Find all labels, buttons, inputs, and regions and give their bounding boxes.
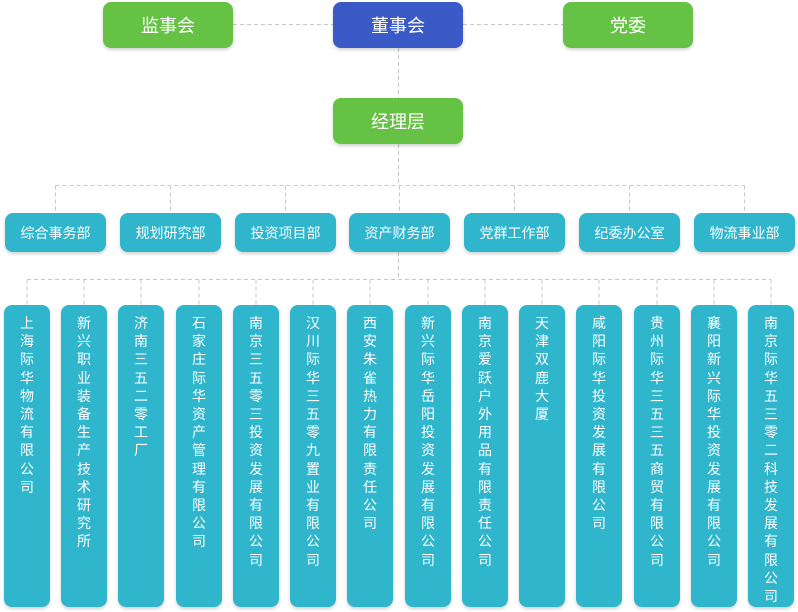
department-label: 规划研究部 <box>135 225 206 242</box>
subsidiary-node: 南京爱跃户外用品有限责任公司 <box>462 305 508 607</box>
subsidiary-label: 南京际华五三零二科技发展有限公司 <box>764 316 778 606</box>
board-of-directors-label: 董事会 <box>371 16 425 37</box>
subsidiary-node: 汉川际华三五零九置业有限公司 <box>290 305 336 607</box>
subsidiary-node: 襄阳新兴际华投资发展有限公司 <box>691 305 737 607</box>
subsidiary-node: 石家庄际华资产管理有限公司 <box>176 305 222 607</box>
subsidiary-node: 贵州际华三五三五商贸有限公司 <box>634 305 680 607</box>
subsidiary-label: 南京爱跃户外用品有限责任公司 <box>478 316 492 569</box>
subsidiary-label: 贵州际华三五三五商贸有限公司 <box>650 316 664 569</box>
subsidiary-node: 济南三五二零工厂 <box>118 305 164 607</box>
subsidiary-label: 咸阳际华投资发展有限公司 <box>592 316 606 533</box>
subsidiary-node: 天津双鹿大厦 <box>519 305 565 607</box>
department-label: 党群工作部 <box>479 225 550 242</box>
department-label: 物流事业部 <box>709 225 780 242</box>
subsidiary-node: 咸阳际华投资发展有限公司 <box>576 305 622 607</box>
subsidiary-label: 南京三五零三投资发展有限公司 <box>249 316 263 569</box>
subsidiary-node: 南京际华五三零二科技发展有限公司 <box>748 305 794 607</box>
department-node: 投资项目部 <box>235 213 336 252</box>
supervisory-board-label: 监事会 <box>141 16 195 37</box>
subsidiary-node: 新兴职业装备生产技术研究所 <box>61 305 107 607</box>
department-node: 党群工作部 <box>464 213 565 252</box>
department-label: 资产财务部 <box>364 225 435 242</box>
management-node: 经理层 <box>333 98 463 144</box>
subsidiary-label: 西安朱雀热力有限责任公司 <box>363 316 377 533</box>
subsidiary-label: 新兴际华岳阳投资发展有限公司 <box>421 316 435 569</box>
department-label: 纪委办公室 <box>594 225 665 242</box>
party-committee-label: 党委 <box>610 16 646 37</box>
department-node: 物流事业部 <box>694 213 795 252</box>
subsidiary-node: 新兴际华岳阳投资发展有限公司 <box>405 305 451 607</box>
subsidiary-label: 天津双鹿大厦 <box>535 316 549 424</box>
department-node: 资产财务部 <box>349 213 450 252</box>
supervisory-board-node: 监事会 <box>103 2 233 48</box>
department-node: 纪委办公室 <box>579 213 680 252</box>
subsidiary-node: 南京三五零三投资发展有限公司 <box>233 305 279 607</box>
subsidiary-label: 石家庄际华资产管理有限公司 <box>192 316 206 551</box>
subsidiary-label: 汉川际华三五零九置业有限公司 <box>306 316 320 569</box>
department-node: 规划研究部 <box>120 213 221 252</box>
subsidiary-node: 上海际华物流有限公司 <box>4 305 50 607</box>
subsidiary-node: 西安朱雀热力有限责任公司 <box>347 305 393 607</box>
department-node: 综合事务部 <box>5 213 106 252</box>
department-label: 投资项目部 <box>250 225 321 242</box>
department-label: 综合事务部 <box>20 225 91 242</box>
subsidiary-label: 济南三五二零工厂 <box>134 316 148 460</box>
board-of-directors-node: 董事会 <box>333 2 463 48</box>
subsidiary-label: 襄阳新兴际华投资发展有限公司 <box>707 316 721 569</box>
management-label: 经理层 <box>371 112 425 133</box>
subsidiary-label: 上海际华物流有限公司 <box>20 316 34 496</box>
subsidiary-label: 新兴职业装备生产技术研究所 <box>77 316 91 551</box>
party-committee-node: 党委 <box>563 2 693 48</box>
